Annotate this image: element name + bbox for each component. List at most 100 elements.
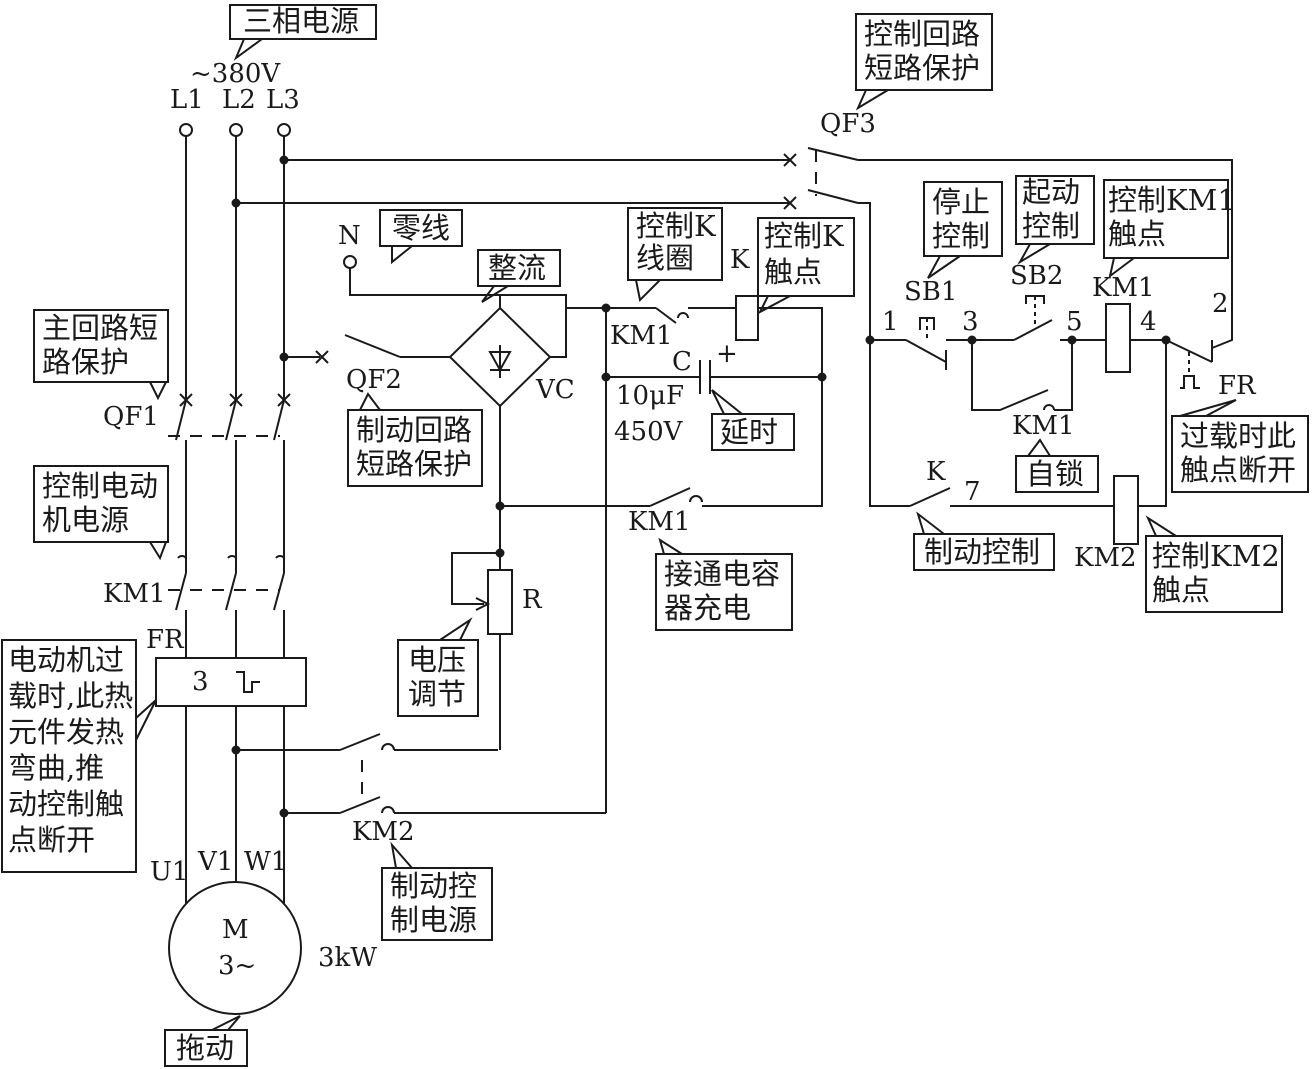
three-phase-callout-pointer xyxy=(233,38,263,61)
fr-contact-label: FR xyxy=(1218,371,1257,401)
neutral-terminal xyxy=(343,255,357,269)
km2-coil xyxy=(1113,475,1139,545)
km1-main-contacts xyxy=(168,555,285,591)
phase-l2-label: L2 xyxy=(222,85,256,115)
k-contact-callout: 控制K 触点 xyxy=(757,217,855,315)
node-2-label: 2 xyxy=(1212,289,1229,319)
km2-coil-label: KM2 xyxy=(1074,543,1137,573)
k-coil xyxy=(735,295,759,341)
fr-open-callout: 过载时此 触点断开 xyxy=(1171,399,1309,493)
svg-text:控制KM1: 控制KM1 xyxy=(1108,183,1236,217)
km1-main-label: KM1 xyxy=(103,579,166,609)
svg-text:M: M xyxy=(222,915,249,945)
c-label: C xyxy=(672,347,692,377)
self-lock-callout: 自锁 xyxy=(1015,438,1099,493)
phase-l1-label: L1 xyxy=(170,85,204,115)
svg-text:触点: 触点 xyxy=(764,255,822,289)
node-4-label: 4 xyxy=(1140,307,1157,337)
svg-text:延时: 延时 xyxy=(720,415,778,449)
node-1-label: 1 xyxy=(882,307,899,337)
qf2-label: QF2 xyxy=(346,365,402,395)
c-value-label: 10μF xyxy=(616,381,684,411)
svg-text:控制K: 控制K xyxy=(636,209,717,243)
svg-text:控制KM2: 控制KM2 xyxy=(1152,539,1280,573)
svg-text:3: 3 xyxy=(192,667,209,697)
km1-coil xyxy=(1105,303,1131,373)
svg-text:电压: 电压 xyxy=(408,643,466,677)
svg-text:器充电: 器充电 xyxy=(664,591,751,625)
svg-text:机电源: 机电源 xyxy=(42,503,129,537)
svg-text:起动: 起动 xyxy=(1022,175,1080,209)
svg-text:制电源: 制电源 xyxy=(390,903,477,937)
svg-text:短路保护: 短路保护 xyxy=(356,447,472,481)
main-circuit-wires xyxy=(168,136,291,905)
svg-text:控制K: 控制K xyxy=(764,219,845,253)
svg-text:整流: 整流 xyxy=(488,251,546,285)
overload-callout: 电动机过 载时,此热 元件发热 弯曲,推 动控制触 点断开 xyxy=(1,639,157,873)
charge-callout: 接通电容 器充电 xyxy=(655,537,793,631)
qf1-breaker-marks xyxy=(168,393,291,455)
svg-text:弯曲,推: 弯曲,推 xyxy=(8,751,104,785)
svg-text:停止: 停止 xyxy=(932,185,990,219)
motor: M 3~ xyxy=(168,881,302,1015)
u1-label: U1 xyxy=(150,857,188,887)
km1-coil-label: KM1 xyxy=(1092,273,1155,303)
delay-callout: 延时 xyxy=(711,389,795,451)
svg-text:接通电容: 接通电容 xyxy=(664,557,780,591)
r-label: R xyxy=(522,585,543,615)
node-7-label: 7 xyxy=(964,477,981,507)
km1-charge-label: KM1 xyxy=(628,507,691,537)
voltage-adjust-callout: 电压 调节 xyxy=(397,617,479,717)
power-source: 三相电源 ~380V L1 L2 L3 xyxy=(170,4,377,137)
thermal-relay: 3 xyxy=(155,657,307,707)
control-short-callout: 控制回路 短路保护 xyxy=(855,13,993,111)
v1-label: V1 xyxy=(197,847,233,877)
svg-text:控制电动: 控制电动 xyxy=(42,469,158,503)
svg-text:制动控制: 制动控制 xyxy=(924,535,1040,569)
svg-text:拖动: 拖动 xyxy=(176,1031,234,1065)
voltage-label: ~380V xyxy=(190,59,281,89)
capacitor xyxy=(606,360,822,394)
svg-text:短路保护: 短路保护 xyxy=(864,51,980,85)
motor-power-label: 3kW xyxy=(318,943,377,973)
brake-control-callout: 制动控制 xyxy=(913,511,1055,571)
neutral-label: N xyxy=(338,221,361,251)
resistor-r xyxy=(451,552,513,750)
start-callout: 起动 控制 xyxy=(1015,175,1095,265)
terminal-l1 xyxy=(179,123,193,137)
svg-text:调节: 调节 xyxy=(408,677,466,711)
neutral-callout: 零线 xyxy=(379,209,463,265)
svg-text:动控制触: 动控制触 xyxy=(8,787,124,821)
svg-text:点断开: 点断开 xyxy=(8,823,95,857)
km1-contact-callout: 控制KM1 触点 xyxy=(1103,179,1236,279)
svg-text:主回路短: 主回路短 xyxy=(42,311,158,345)
svg-text:3~: 3~ xyxy=(218,951,256,981)
svg-text:元件发热: 元件发热 xyxy=(8,715,124,749)
motor-power-callout: 控制电动 机电源 xyxy=(33,465,169,561)
svg-text:零线: 零线 xyxy=(392,211,450,245)
brake-power-callout: 制动控 制电源 xyxy=(381,841,493,941)
qf3-label: QF3 xyxy=(820,109,876,139)
svg-text:载时,此热: 载时,此热 xyxy=(8,679,133,713)
fr-main-label: FR xyxy=(146,625,185,655)
node-5-label: 5 xyxy=(1066,307,1083,337)
km1-k-label: KM1 xyxy=(610,321,673,351)
w1-label: W1 xyxy=(244,847,287,877)
svg-text:触点断开: 触点断开 xyxy=(1180,453,1296,487)
terminal-l2 xyxy=(229,123,243,137)
terminal-l3 xyxy=(277,123,291,137)
km1-selflock-label: KM1 xyxy=(1012,411,1075,441)
sb1-label: SB1 xyxy=(904,277,957,307)
svg-text:控制回路: 控制回路 xyxy=(864,17,980,51)
svg-text:过载时此: 过载时此 xyxy=(1180,419,1296,453)
svg-text:制动回路: 制动回路 xyxy=(356,413,472,447)
qf1-label: QF1 xyxy=(103,402,159,432)
km2-brake-contacts xyxy=(236,733,606,814)
km2-brake-label: KM2 xyxy=(352,817,415,847)
drive-callout: 拖动 xyxy=(164,1015,248,1067)
c-voltage-label: 450V xyxy=(614,417,684,447)
node-3-label: 3 xyxy=(962,307,979,337)
k-contact-label: K xyxy=(926,457,946,487)
svg-text:电动机过: 电动机过 xyxy=(8,643,124,677)
